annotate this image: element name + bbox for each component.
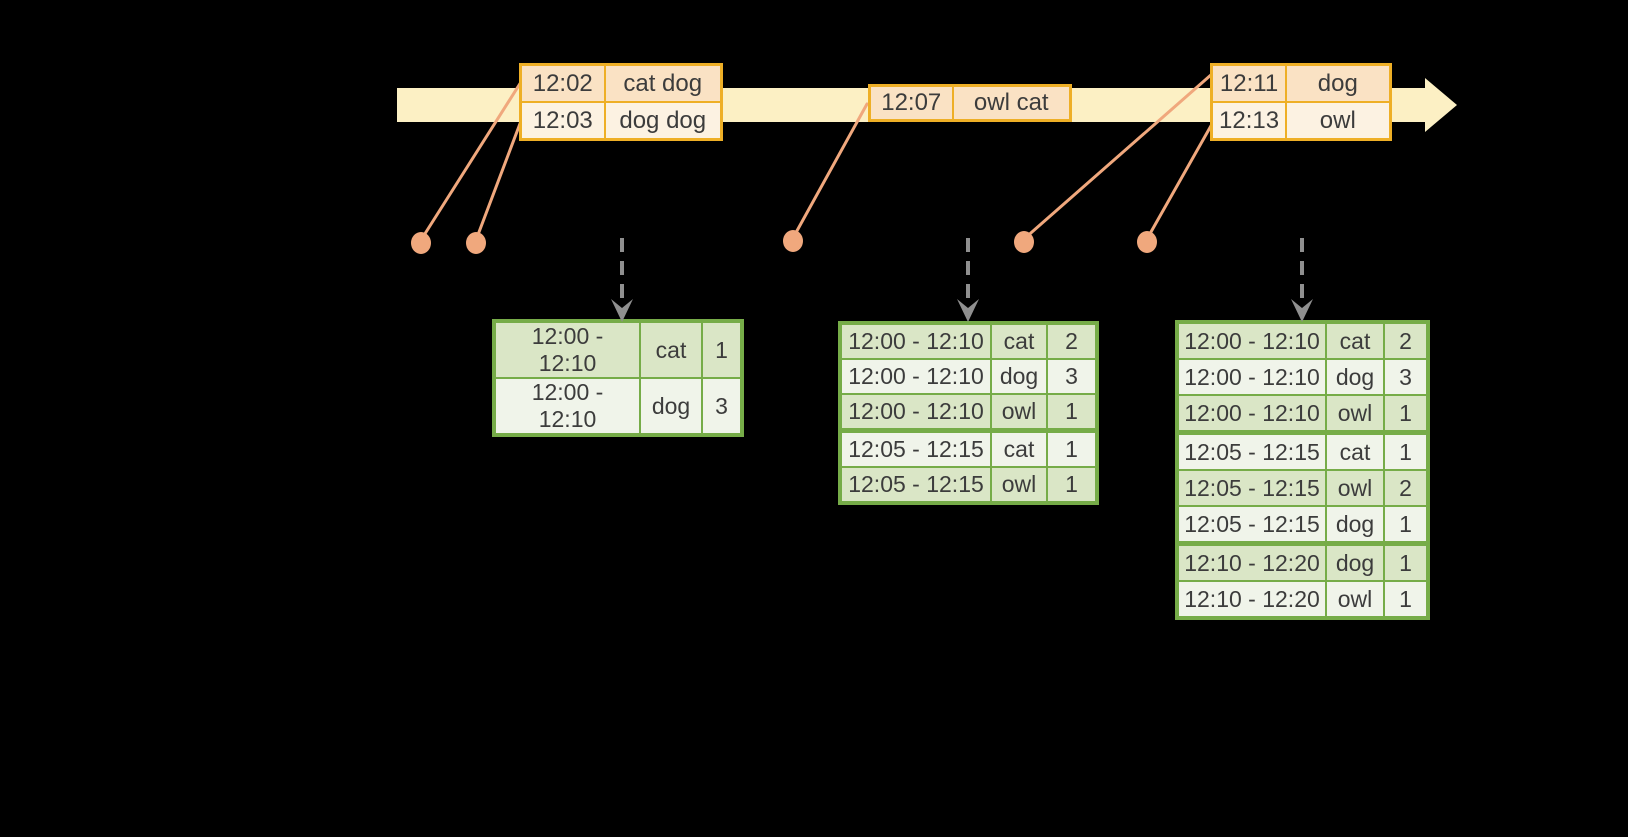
result-row: 12:00 - 12:10 dog 3 bbox=[1176, 358, 1429, 396]
word-cell: cat bbox=[1325, 430, 1385, 471]
result-table-3: 12:00 - 12:10 cat 2 12:00 - 12:10 dog 3 … bbox=[1175, 320, 1430, 620]
word-cell: owl bbox=[1325, 394, 1385, 434]
connector-line-3 bbox=[791, 102, 869, 240]
count-cell: 3 bbox=[1383, 358, 1429, 396]
word-cell: cat bbox=[990, 322, 1048, 360]
word-cell: dog bbox=[1325, 541, 1385, 582]
connector-line-5 bbox=[1145, 122, 1214, 241]
count-cell: 1 bbox=[1383, 541, 1429, 582]
result-row: 12:00 - 12:10 dog 3 bbox=[839, 358, 1098, 395]
result-row: 12:00 - 12:10 cat 2 bbox=[1176, 321, 1429, 360]
event-dot-1 bbox=[411, 232, 431, 254]
event-row: 12:07 owl cat bbox=[868, 84, 1072, 122]
event-time-cell: 12:13 bbox=[1210, 101, 1288, 141]
event-dot-3 bbox=[783, 230, 803, 252]
window-cell: 12:05 - 12:15 bbox=[1176, 430, 1327, 471]
word-cell: owl bbox=[1325, 580, 1385, 619]
count-cell: 2 bbox=[1383, 469, 1429, 507]
word-cell: dog bbox=[639, 377, 703, 436]
window-cell: 12:05 - 12:15 bbox=[839, 428, 992, 468]
count-cell: 1 bbox=[1046, 466, 1098, 504]
event-time-cell: 12:11 bbox=[1210, 63, 1288, 103]
event-row: 12:11 dog bbox=[1210, 63, 1392, 103]
word-cell: owl bbox=[990, 393, 1048, 432]
window-cell: 12:00 - 12:10 bbox=[1176, 394, 1327, 434]
event-time-cell: 12:03 bbox=[519, 101, 606, 141]
count-cell: 1 bbox=[1046, 393, 1098, 432]
word-cell: owl bbox=[1325, 469, 1385, 507]
window-cell: 12:05 - 12:15 bbox=[839, 466, 992, 504]
count-cell: 1 bbox=[1383, 394, 1429, 434]
count-cell: 1 bbox=[701, 320, 743, 379]
connector-line-2 bbox=[474, 119, 523, 242]
word-cell: dog bbox=[1325, 505, 1385, 545]
word-cell: owl bbox=[990, 466, 1048, 504]
event-words-cell: dog bbox=[1285, 63, 1392, 103]
event-table-3: 12:11 dog 12:13 owl bbox=[1210, 63, 1392, 141]
window-cell: 12:00 - 12:10 bbox=[839, 358, 992, 395]
result-row: 12:00 - 12:10 owl 1 bbox=[839, 393, 1098, 432]
result-row: 12:00 - 12:10 cat 2 bbox=[839, 322, 1098, 360]
timeline-arrowhead-icon bbox=[1425, 78, 1457, 132]
window-cell: 12:00 - 12:10 bbox=[839, 393, 992, 432]
count-cell: 1 bbox=[1383, 580, 1429, 619]
result-table-1: 12:00 - 12:10 cat 1 12:00 - 12:10 dog 3 bbox=[492, 319, 744, 437]
event-table-1: 12:02 cat dog 12:03 dog dog bbox=[519, 63, 723, 141]
count-cell: 2 bbox=[1046, 322, 1098, 360]
window-cell: 12:00 - 12:10 bbox=[493, 377, 641, 436]
result-row: 12:05 - 12:15 owl 1 bbox=[839, 466, 1098, 504]
event-words-cell: owl cat bbox=[951, 84, 1072, 122]
event-table-2: 12:07 owl cat bbox=[868, 84, 1072, 122]
event-words-cell: cat dog bbox=[603, 63, 723, 103]
count-cell: 1 bbox=[1046, 428, 1098, 468]
event-words-cell: owl bbox=[1285, 101, 1392, 141]
window-cell: 12:10 - 12:20 bbox=[1176, 580, 1327, 619]
word-cell: cat bbox=[639, 320, 703, 379]
window-cell: 12:00 - 12:10 bbox=[839, 322, 992, 360]
count-cell: 2 bbox=[1383, 321, 1429, 360]
window-cell: 12:00 - 12:10 bbox=[493, 320, 641, 379]
result-row: 12:05 - 12:15 cat 1 bbox=[1176, 430, 1429, 471]
result-table-2: 12:00 - 12:10 cat 2 12:00 - 12:10 dog 3 … bbox=[838, 321, 1099, 505]
result-row: 12:10 - 12:20 owl 1 bbox=[1176, 580, 1429, 619]
trigger-arrow-3 bbox=[1291, 238, 1313, 322]
result-row: 12:05 - 12:15 cat 1 bbox=[839, 428, 1098, 468]
result-row: 12:05 - 12:15 dog 1 bbox=[1176, 505, 1429, 545]
trigger-arrowhead-icon bbox=[1291, 299, 1313, 322]
window-cell: 12:10 - 12:20 bbox=[1176, 541, 1327, 582]
count-cell: 1 bbox=[1383, 505, 1429, 545]
window-cell: 12:05 - 12:15 bbox=[1176, 469, 1327, 507]
word-cell: cat bbox=[1325, 321, 1385, 360]
trigger-arrow-1 bbox=[611, 238, 633, 322]
window-cell: 12:00 - 12:10 bbox=[1176, 358, 1327, 396]
count-cell: 1 bbox=[1383, 430, 1429, 471]
word-cell: dog bbox=[1325, 358, 1385, 396]
count-cell: 3 bbox=[701, 377, 743, 436]
event-time-cell: 12:02 bbox=[519, 63, 606, 103]
event-words-cell: dog dog bbox=[603, 101, 723, 141]
event-row: 12:13 owl bbox=[1210, 101, 1392, 141]
result-row: 12:00 - 12:10 dog 3 bbox=[493, 377, 743, 436]
count-cell: 3 bbox=[1046, 358, 1098, 395]
event-dot-2 bbox=[466, 232, 486, 254]
result-row: 12:10 - 12:20 dog 1 bbox=[1176, 541, 1429, 582]
window-cell: 12:00 - 12:10 bbox=[1176, 321, 1327, 360]
trigger-arrow-2 bbox=[957, 238, 979, 322]
window-cell: 12:05 - 12:15 bbox=[1176, 505, 1327, 545]
trigger-arrowhead-icon bbox=[957, 299, 979, 322]
result-row: 12:05 - 12:15 owl 2 bbox=[1176, 469, 1429, 507]
word-cell: cat bbox=[990, 428, 1048, 468]
event-time-cell: 12:07 bbox=[868, 84, 954, 122]
result-row: 12:00 - 12:10 owl 1 bbox=[1176, 394, 1429, 434]
event-row: 12:03 dog dog bbox=[519, 101, 723, 141]
connector-line-1 bbox=[419, 80, 523, 242]
event-row: 12:02 cat dog bbox=[519, 63, 723, 103]
event-dot-5 bbox=[1137, 231, 1157, 253]
word-cell: dog bbox=[990, 358, 1048, 395]
result-row: 12:00 - 12:10 cat 1 bbox=[493, 320, 743, 379]
event-dot-4 bbox=[1014, 231, 1034, 253]
